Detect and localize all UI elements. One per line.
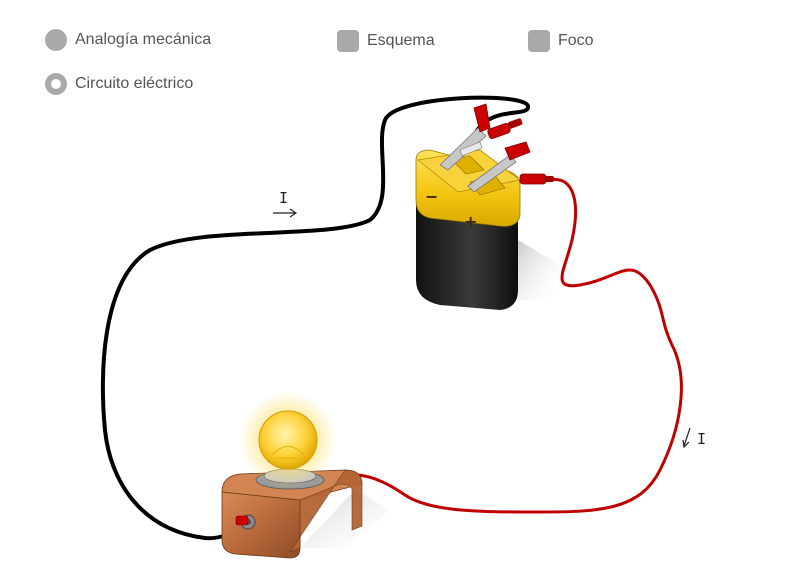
negative-wire (100, 95, 530, 541)
checkbox-foco[interactable]: Foco (528, 30, 594, 52)
alligator-clip-positive (467, 141, 554, 193)
current-indicator-right: I (682, 427, 706, 449)
battery-positive-sign: + (464, 212, 477, 231)
checkbox-box[interactable] (337, 30, 359, 52)
current-indicator-top: I (273, 189, 298, 218)
radio-circuito-electrico[interactable]: Circuito eléctrico (45, 73, 193, 95)
checkbox-box[interactable] (528, 30, 550, 52)
current-label-top: I (279, 189, 288, 207)
alligator-clip-negative (439, 103, 523, 171)
radio-circle-selected[interactable] (45, 73, 67, 95)
checkbox-label-foco: Foco (558, 32, 594, 49)
radio-circle[interactable] (45, 29, 67, 51)
bulb-assembly (221, 392, 390, 559)
battery: − + (415, 103, 560, 310)
radio-label-circuito: Circuito eléctrico (75, 75, 194, 92)
radio-label-analogia: Analogía mecánica (75, 31, 212, 48)
checkbox-esquema[interactable]: Esquema (337, 30, 435, 52)
battery-negative-sign: − (425, 187, 438, 206)
radio-analogia-mecanica[interactable]: Analogía mecánica (45, 29, 211, 51)
bulb-icon (258, 410, 318, 470)
positive-wire (328, 178, 683, 514)
current-label-right: I (697, 430, 706, 448)
checkbox-label-esquema: Esquema (367, 32, 435, 49)
